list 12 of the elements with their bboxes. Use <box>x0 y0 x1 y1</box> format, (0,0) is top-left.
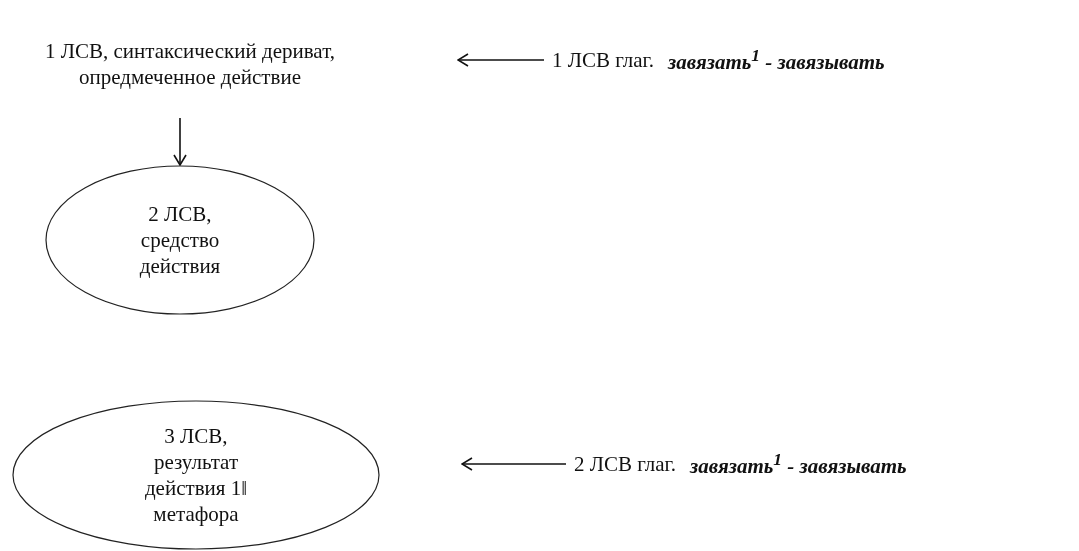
ellipse-node <box>12 400 380 550</box>
arrow <box>457 53 545 67</box>
node-label: 1 ЛСВ глаг. <box>552 46 655 74</box>
node-label: 2 ЛСВ, средство действия <box>138 200 222 280</box>
arrow <box>461 457 567 471</box>
node-label: 3 ЛСВ, результат действия 1‖ метафора <box>143 422 249 528</box>
node-label: 1 ЛСВ, синтаксический дериват, опредмеченное действие <box>44 37 336 91</box>
verb-pair-label: завязать$^{1}$ - завязывать <box>668 44 885 76</box>
ellipse-node <box>45 165 315 315</box>
arrow <box>173 117 187 166</box>
verb-pair-label: завязать$^{1}$ - завязывать <box>690 448 907 480</box>
node-label: 2 ЛСВ глаг. <box>574 450 677 478</box>
